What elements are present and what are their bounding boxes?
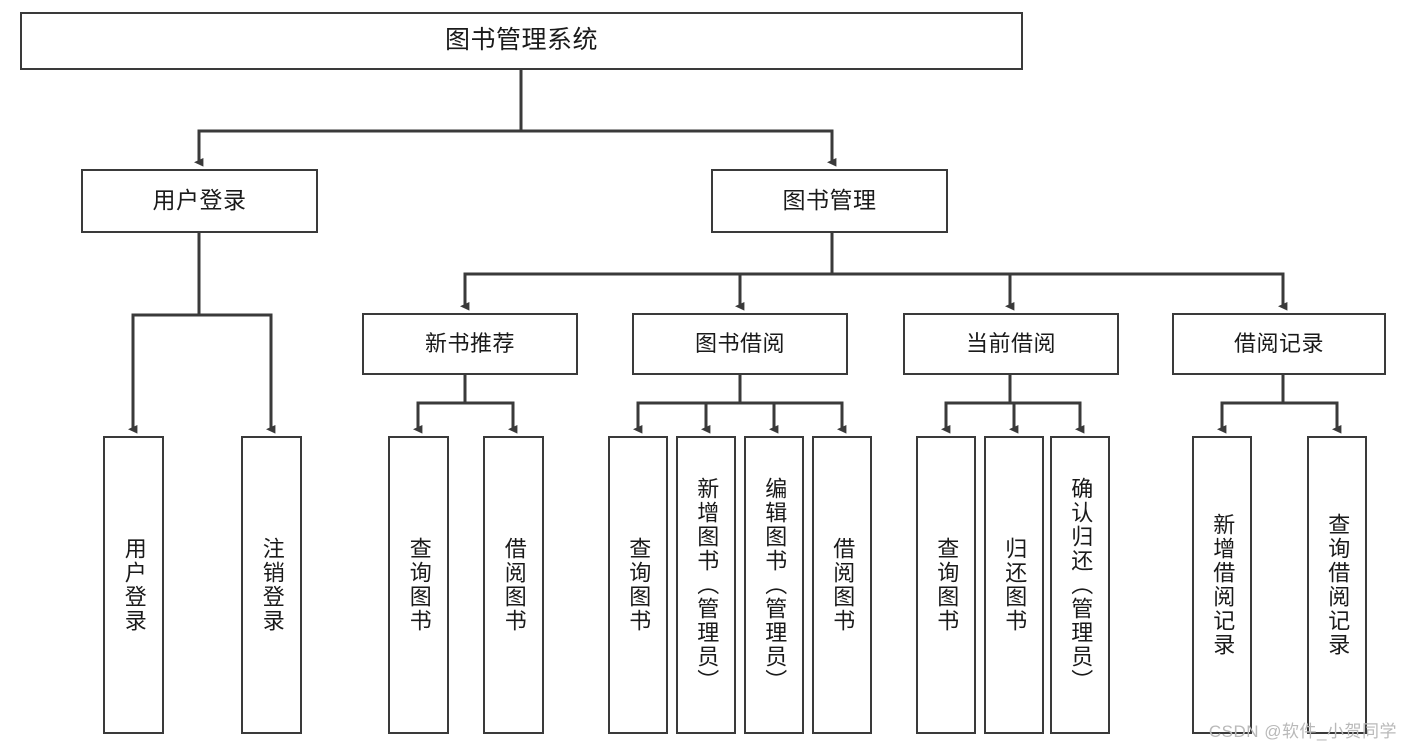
node-leaf-user-login[interactable]: 用户登录 (103, 436, 164, 734)
node-book-borrow[interactable]: 图书借阅 (632, 313, 848, 375)
node-leaf-query-book-3[interactable]: 查询图书 (916, 436, 976, 734)
node-leaf-query-book-2-label: 查询图书 (626, 537, 652, 633)
node-leaf-edit-book-label: 编辑图书（管理员） (762, 477, 788, 693)
node-current-borrow[interactable]: 当前借阅 (903, 313, 1119, 375)
node-leaf-query-book-2[interactable]: 查询图书 (608, 436, 668, 734)
node-new-book-recommend-label: 新书推荐 (424, 331, 515, 357)
node-leaf-query-book-3-label: 查询图书 (934, 537, 960, 633)
node-leaf-query-borrow-record[interactable]: 查询借阅记录 (1307, 436, 1367, 734)
node-leaf-confirm-return-label: 确认归还（管理员） (1068, 477, 1094, 693)
node-user-login[interactable]: 用户登录 (81, 169, 318, 233)
node-leaf-return-book[interactable]: 归还图书 (984, 436, 1044, 734)
node-leaf-add-book-label: 新增图书（管理员） (694, 477, 720, 693)
node-leaf-query-book-1-label: 查询图书 (406, 537, 432, 633)
node-leaf-borrow-book-1-label: 借阅图书 (501, 537, 527, 633)
node-leaf-user-login-label: 用户登录 (121, 537, 147, 633)
node-leaf-add-borrow-record-label: 新增借阅记录 (1210, 513, 1236, 657)
node-leaf-return-book-label: 归还图书 (1002, 537, 1028, 633)
node-leaf-borrow-book-2[interactable]: 借阅图书 (812, 436, 872, 734)
node-book-borrow-label: 图书借阅 (694, 331, 785, 357)
node-user-login-label: 用户登录 (152, 187, 247, 214)
node-leaf-query-book-1[interactable]: 查询图书 (388, 436, 449, 734)
node-book-management-label: 图书管理 (782, 187, 877, 214)
node-root[interactable]: 图书管理系统 (20, 12, 1023, 70)
node-borrow-record-label: 借阅记录 (1233, 331, 1324, 357)
node-leaf-borrow-book-2-label: 借阅图书 (830, 537, 856, 633)
node-root-label: 图书管理系统 (444, 26, 598, 55)
node-leaf-logout-login[interactable]: 注销登录 (241, 436, 302, 734)
csdn-watermark: CSDN @软件_小贺同学 (1208, 722, 1397, 741)
node-borrow-record[interactable]: 借阅记录 (1172, 313, 1386, 375)
node-leaf-confirm-return[interactable]: 确认归还（管理员） (1050, 436, 1110, 734)
node-new-book-recommend[interactable]: 新书推荐 (362, 313, 578, 375)
node-current-borrow-label: 当前借阅 (965, 331, 1056, 357)
node-leaf-edit-book[interactable]: 编辑图书（管理员） (744, 436, 804, 734)
node-leaf-add-borrow-record[interactable]: 新增借阅记录 (1192, 436, 1252, 734)
node-leaf-add-book[interactable]: 新增图书（管理员） (676, 436, 736, 734)
node-leaf-query-borrow-record-label: 查询借阅记录 (1325, 513, 1351, 657)
node-leaf-borrow-book-1[interactable]: 借阅图书 (483, 436, 544, 734)
node-book-management[interactable]: 图书管理 (711, 169, 948, 233)
node-leaf-logout-login-label: 注销登录 (259, 537, 285, 633)
